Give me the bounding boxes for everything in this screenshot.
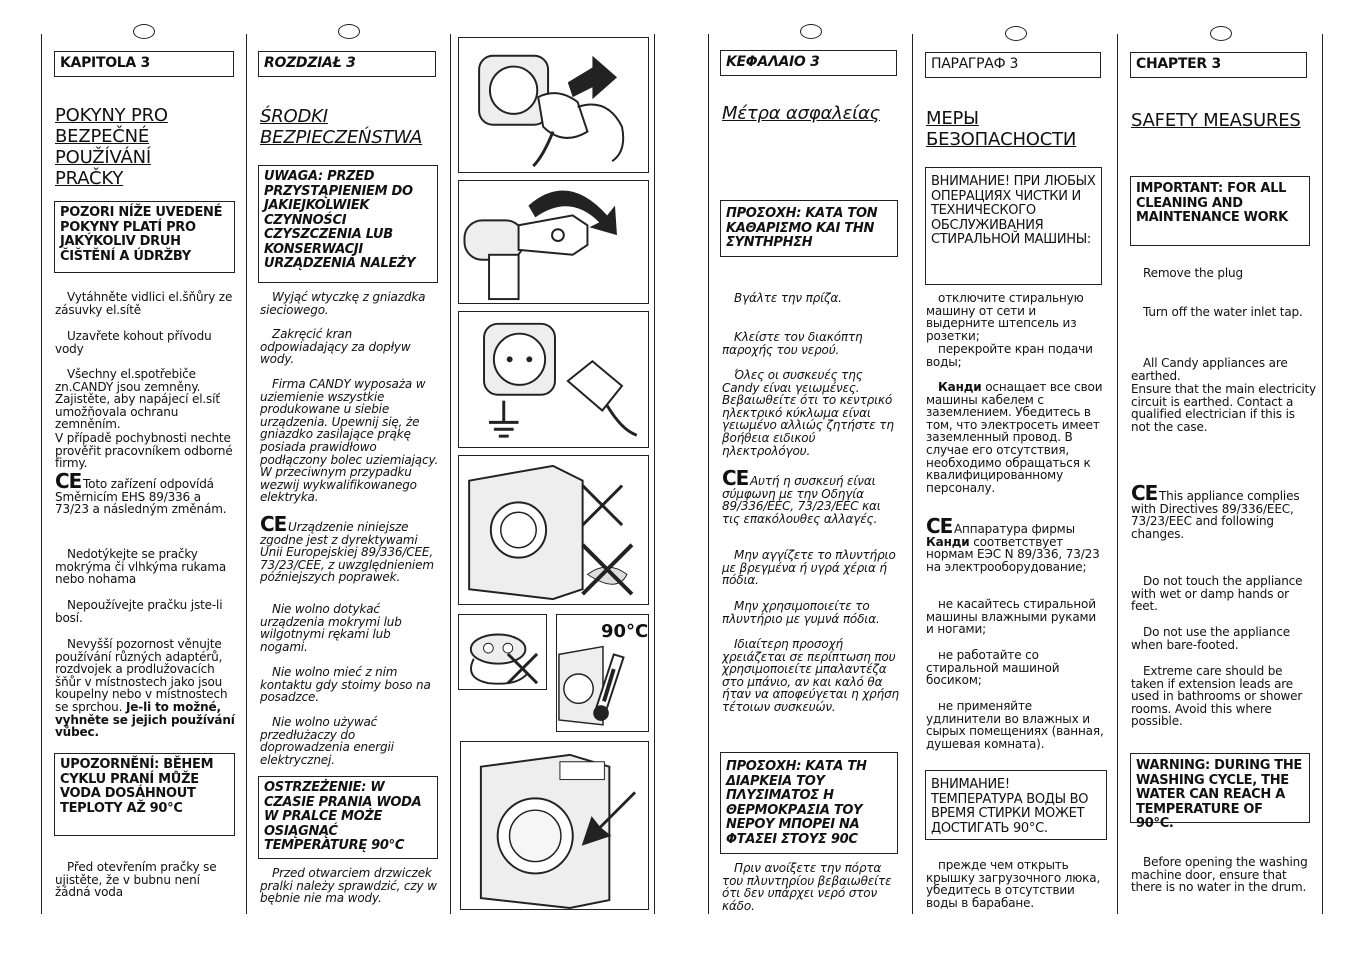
instruction-wet-hands: не касайтесь стиральной машины влажными …	[926, 597, 1097, 637]
warning-box: UWAGA: PRZED PRZYSTĄPIENIEM DO JAKIEJKOL…	[258, 165, 438, 283]
instruction-open-door: Před otevřením pračky se ujistěte, že v …	[55, 860, 217, 900]
section-title: SAFETY MEASURES	[1131, 110, 1301, 131]
chapter-heading: ПАРАГРАФ 3	[925, 52, 1101, 78]
washing-machine-wet-icon	[468, 464, 634, 601]
instruction-water-tap: Turn off the water inlet tap.	[1143, 305, 1303, 319]
door-open-illustration	[460, 741, 649, 910]
earthed-socket-icon	[483, 322, 638, 438]
instruction-earthing-check: V případě pochybnosti nechte prověřit pr…	[55, 431, 233, 471]
column-divider	[450, 34, 451, 914]
extension-reel-icon	[469, 633, 539, 685]
temperature-warning-box: ВНИМАНИЕ! ТЕМПЕРАТУРА ВОДЫ ВО ВРЕМЯ СТИР…	[925, 770, 1107, 840]
instruction-water-tap: Κλείστε τον διακόπτη παροχής του νερού.	[722, 330, 863, 357]
section-title: МЕРЫ БЕЗОПАСНОСТИ	[926, 108, 1077, 150]
instruction-barefoot: Do not use the appliance when bare-foote…	[1131, 625, 1291, 652]
language-marker-circle	[133, 24, 155, 39]
instruction-water-tap: перекройте кран подачи воды;	[926, 342, 1093, 369]
section-title: Μέτρα ασφαλείας	[722, 103, 881, 124]
instruction-water-tap: Uzavřete kohout přívodu vody	[55, 329, 212, 356]
instruction-barefoot: Nepoužívejte pračku jste-li bosí.	[55, 598, 223, 625]
warning-box: IMPORTANT: FOR ALL CLEANING AND MAINTENA…	[1130, 176, 1310, 246]
temperature-label: 90°C	[601, 621, 649, 642]
warning-box: ΠΡΟΣΟΧΗ: ΚΑΤΑ ΤΟΝ ΚΑΘΑΡΙΣΜΟ ΚΑΙ ΤΗΝ ΣΥΝΤ…	[720, 200, 898, 257]
ce-mark-icon: CE	[260, 512, 287, 536]
column-divider	[708, 34, 709, 914]
instruction-barefoot: не работайте со стиральной машиной босик…	[926, 648, 1060, 688]
instruction-earthing: Канди оснащает все свои машины кабелем с…	[926, 380, 1103, 495]
earthing-illustration	[458, 311, 649, 448]
hot-water-illustration: 90°C	[556, 614, 649, 732]
instruction-earthing-check: Ensure that the main electricity circuit…	[1131, 382, 1317, 434]
temperature-warning-box: ΠΡΟΣΟΧΗ: ΚΑΤΑ ΤΗ ΔΙΑΡΚΕΙΑ ΤΟΥ ΠΛΥΣΙΜΑΤΟΣ…	[720, 752, 898, 854]
ce-mark-icon: CE	[722, 466, 749, 490]
instruction-earthing: All Candy appliances are earthed.	[1131, 356, 1288, 383]
instruction-earthing: Όλες οι συσκευές της Candy είναι γειωμέν…	[722, 368, 894, 458]
washing-machine-door-icon	[479, 753, 637, 909]
language-marker-circle	[1210, 26, 1232, 41]
water-tap-illustration	[458, 180, 649, 304]
instruction-open-door: прежде чем открыть крышку загрузочного л…	[926, 858, 1101, 910]
ce-mark-icon: CE	[1131, 481, 1158, 505]
column-divider	[246, 34, 247, 914]
chapter-heading: ROZDZIAŁ 3	[258, 51, 436, 77]
unplug-illustration	[458, 37, 649, 173]
chapter-heading: KAPITOLA 3	[54, 51, 234, 77]
chapter-heading: ΚΕΦΑΛΑΙΟ 3	[720, 50, 897, 76]
instruction-unplug: Βγάλτε την πρίζα.	[734, 291, 842, 305]
instruction-extension-leads: Ιδιαίτερη προσοχή χρειάζεται σε περίπτωσ…	[722, 637, 900, 714]
instruction-wet-hands: Nedotýkejte se pračky mokrýma či vlhkýma…	[55, 547, 227, 587]
column-divider	[1117, 34, 1118, 914]
instruction-open-door: Przed otwarciem drzwiczek pralki należy …	[260, 866, 437, 906]
language-marker-circle	[800, 24, 822, 39]
instruction-barefoot: Nie wolno mieć z nim kontaktu gdy stoimy…	[260, 665, 431, 705]
instruction-unplug: отключите стиральную машину от сети и вы…	[926, 291, 1084, 343]
temperature-warning-box: WARNING: DURING THE WASHING CYCLE, THE W…	[1130, 753, 1310, 831]
column-divider	[654, 34, 655, 914]
section-title: POKYNY PRO BEZPEČNÉ POUŽÍVÁNÍ PRAČKY	[55, 105, 168, 189]
instruction-extension-leads: Nie wolno używać przedłużaczy do doprowa…	[260, 715, 394, 767]
water-tap-icon	[463, 190, 617, 301]
instruction-earthing: Firma CANDY wyposaża w uziemienie wszyst…	[260, 377, 439, 505]
instruction-wet-hands: Nie wolno dotykać urządzenia mokrymi lub…	[260, 602, 402, 654]
ce-mark-icon: CE	[926, 514, 953, 538]
hand-pulling-plug-icon	[478, 54, 625, 168]
instruction-unplug: Wyjąć wtyczkę z gniazdka sieciowego.	[260, 290, 426, 317]
warning-box: ВНИМАНИЕ! ПРИ ЛЮБЫХ ОПЕРАЦИЯХ ЧИСТКИ И Т…	[925, 167, 1102, 285]
language-marker-circle	[1005, 26, 1027, 41]
temperature-warning-box: OSTRZEŻENIE: W CZASIE PRANIA WODA W PRAL…	[258, 776, 438, 859]
extension-lead-illustration	[458, 614, 547, 690]
instruction-water-tap: Zakręcić kran odpowiadający za dopływ wo…	[260, 327, 411, 367]
column-divider	[912, 34, 913, 914]
instruction-wet-hands: Μην αγγίζετε το πλυντήριο με βρεγμένα ή …	[722, 548, 896, 588]
instruction-earthing: Všechny el.spotřebiče zn.CANDY jsou zemn…	[55, 367, 220, 432]
column-divider	[41, 34, 42, 914]
instruction-unplug: Vytáhněte vidlici el.šňůry ze zásuvky el…	[55, 290, 233, 317]
wet-hands-illustration	[458, 455, 649, 605]
instruction-open-door: Πριν ανοίξετε την πόρτα του πλυντηρίου β…	[722, 861, 892, 913]
instruction-unplug: Remove the plug	[1143, 266, 1243, 280]
section-title: ŚRODKI BEZPIECZEŃSTWA	[260, 106, 423, 148]
language-marker-circle	[338, 24, 360, 39]
column-divider	[1322, 34, 1323, 914]
temperature-warning-box: UPOZORNĚNÍ: BĚHEM CYKLU PRANÍ MŮŽE VODA …	[54, 753, 235, 836]
instruction-extension-leads: Extreme care should be taken if extensio…	[1131, 664, 1303, 729]
instruction-barefoot: Μην χρησιμοποιείτε το πλυντήριο με γυμνά…	[722, 599, 880, 626]
thermometer-icon	[558, 645, 625, 726]
instruction-wet-hands: Do not touch the appliance with wet or d…	[1131, 574, 1303, 614]
chapter-heading: CHAPTER 3	[1130, 52, 1307, 78]
instruction-extension-leads: не применяйте удлинители во влажных и сы…	[926, 699, 1104, 751]
instruction-extension-leads: Nevyšší pozornost věnujte používání různ…	[55, 637, 235, 740]
ce-mark-icon: CE	[55, 469, 82, 493]
warning-box: POZORI NÍŽE UVEDENÉ POKYNY PLATÍ PRO JAK…	[54, 201, 235, 273]
instruction-open-door: Before opening the washing machine door,…	[1131, 855, 1308, 895]
